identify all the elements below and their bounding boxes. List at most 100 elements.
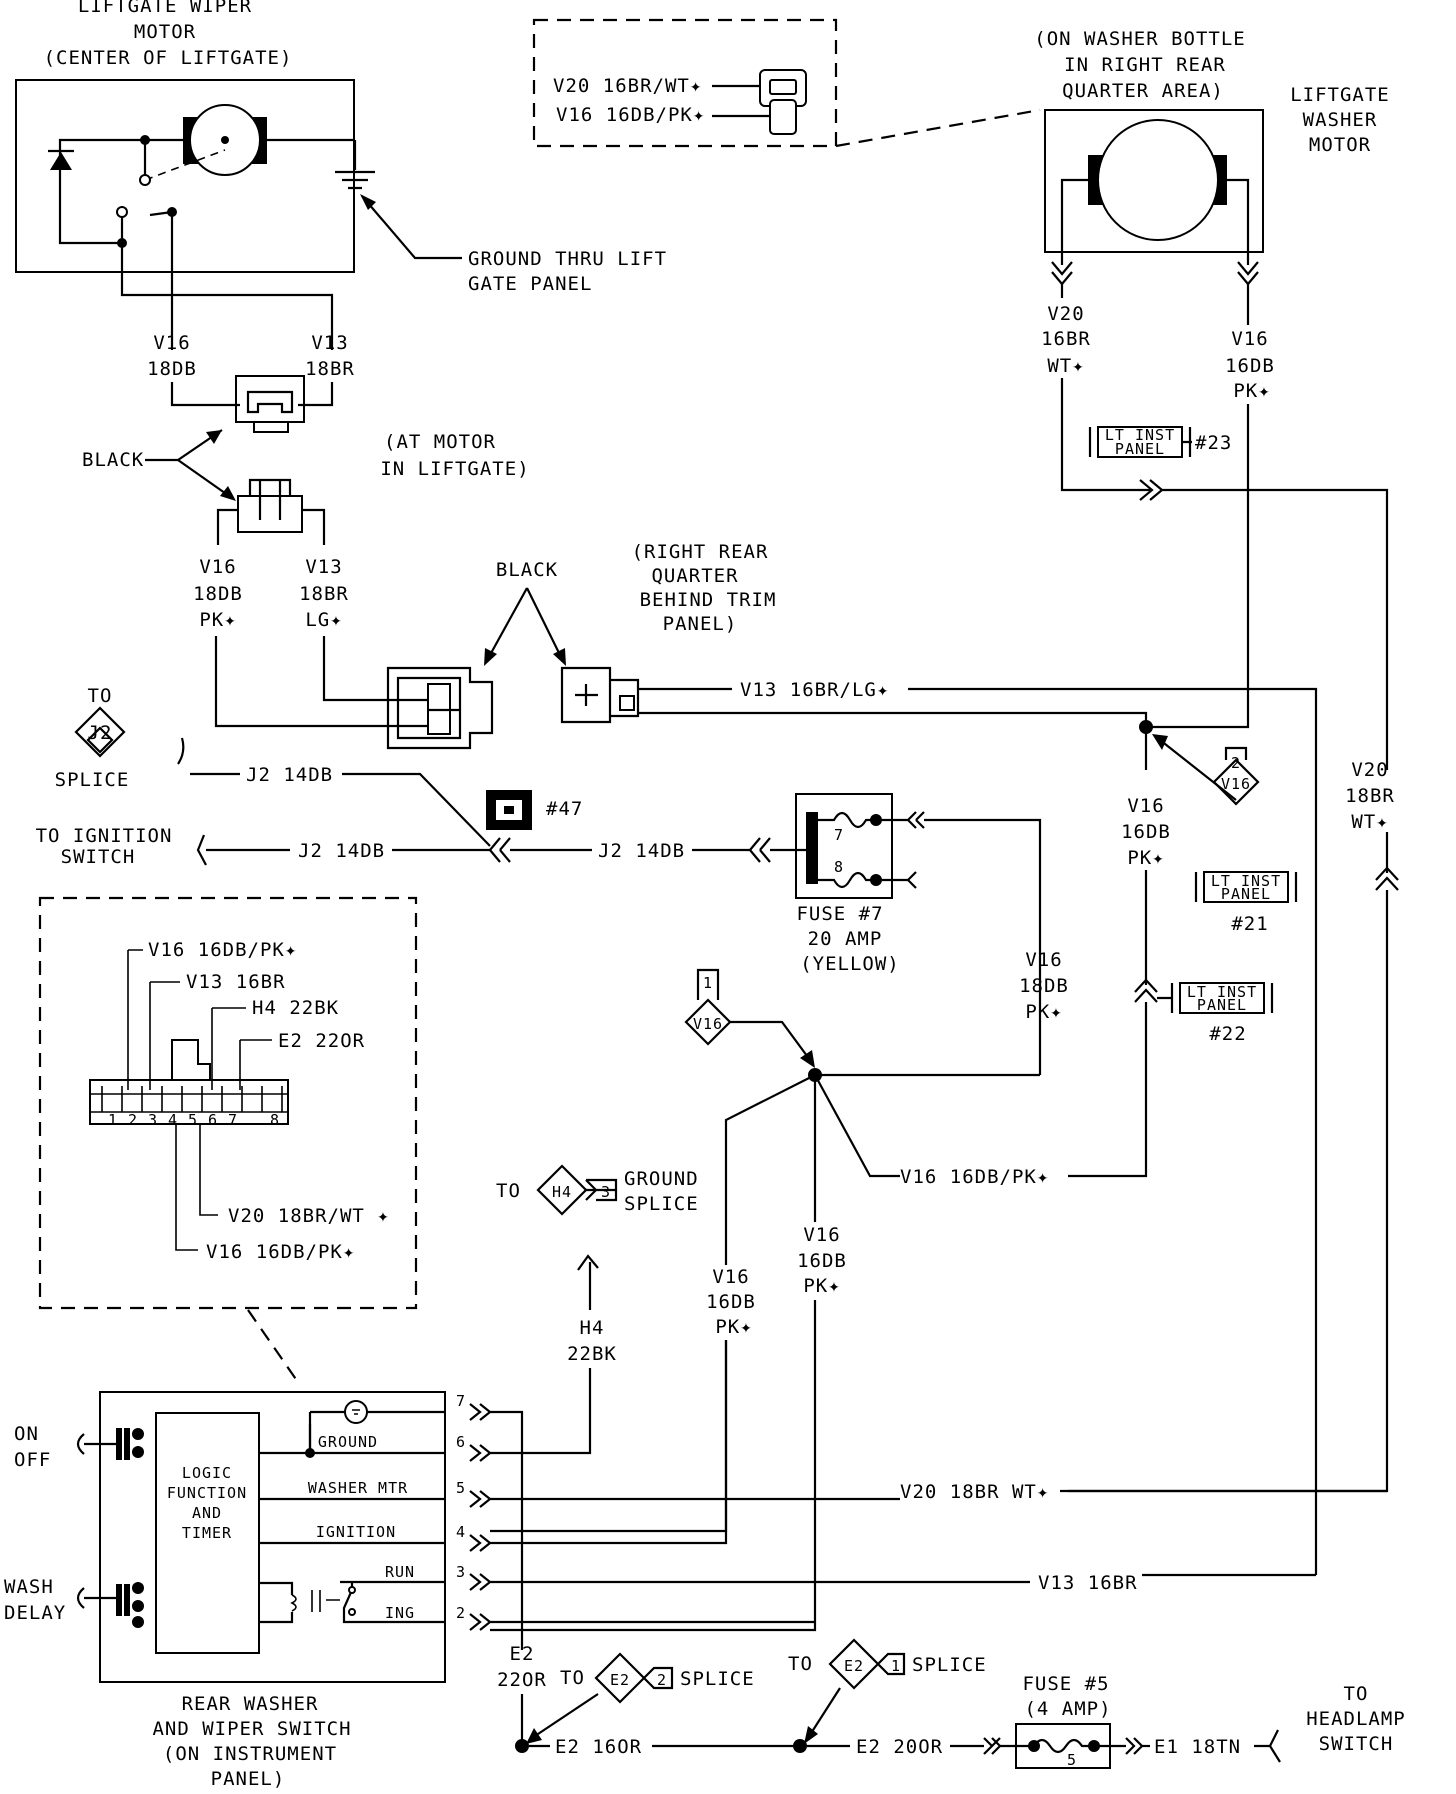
fuse7-term-8: 8 bbox=[834, 858, 844, 876]
e2-s2-num: 2 bbox=[657, 1671, 667, 1689]
v16-pin2-code: V16 bbox=[1221, 775, 1251, 793]
switch-connector-detail: V16 16DB/PK✦ V13 16BR H4 22BK E2 22OR 1 … bbox=[38, 896, 418, 1386]
j2-wire-a: J2 14DB bbox=[246, 764, 333, 786]
washer-motor-box bbox=[1044, 109, 1264, 253]
motor-connectors: V16 18DB V13 18BR BLACK (AT MOTOR IN LIF… bbox=[82, 332, 529, 728]
v16-mid-c: PK✦ bbox=[715, 1316, 752, 1338]
v20-bottom-label: V20 18BR WT✦ bbox=[900, 1481, 1049, 1503]
e2-splices: E2 22OR TO E2 2 SPLICE E2 16OR TO E2 1 S… bbox=[497, 1638, 1406, 1769]
motor-v16-b: 18DB bbox=[147, 358, 197, 380]
washer-motor-title-1: LIFTGATE bbox=[1290, 84, 1390, 106]
ground-note-2: GATE PANEL bbox=[468, 273, 592, 295]
e2-s1-label: SPLICE bbox=[912, 1654, 987, 1676]
v16-mid2-c: PK✦ bbox=[803, 1275, 840, 1297]
lt-inst-23-b: PANEL bbox=[1115, 440, 1165, 458]
v13-bottom-label: V13 16BR bbox=[1038, 1572, 1138, 1594]
fuse-7-box bbox=[795, 793, 893, 899]
fuse5-label-1: FUSE #5 bbox=[1022, 1673, 1109, 1695]
lt-inst-22-a: LT INST bbox=[1187, 983, 1257, 1001]
wash-label: WASH bbox=[4, 1576, 54, 1598]
ing-pin-label: ING bbox=[385, 1604, 415, 1622]
e2-s1-to: TO bbox=[788, 1653, 813, 1675]
washer-v20-a: V20 bbox=[1047, 303, 1084, 325]
fuse7-out-b: 18DB bbox=[1019, 975, 1069, 997]
headlamp-3: SWITCH bbox=[1319, 1733, 1394, 1755]
e2-s2-code: E2 bbox=[610, 1671, 630, 1689]
lt-inst-22-b: PANEL bbox=[1197, 996, 1247, 1014]
conn2-v16-c: PK✦ bbox=[199, 609, 236, 631]
washer-loc-1: (ON WASHER BOTTLE bbox=[1034, 28, 1245, 50]
lt-inst-21-num: #21 bbox=[1231, 913, 1268, 935]
logic-2: FUNCTION bbox=[167, 1484, 247, 1502]
lt-inst-23-num: #23 bbox=[1195, 432, 1232, 454]
fuse7-label-3: (YELLOW) bbox=[800, 953, 900, 975]
sw-pin-5: 5 bbox=[188, 1111, 198, 1129]
motor-v13-b: 18BR bbox=[305, 358, 355, 380]
conn2-v13-b: 18BR bbox=[299, 583, 349, 605]
logic-4: TIMER bbox=[182, 1524, 232, 1542]
washer-loc-2: IN RIGHT REAR bbox=[1064, 54, 1226, 76]
v16-right-a: V16 bbox=[1127, 795, 1164, 817]
rr-quarter-3: BEHIND TRIM bbox=[640, 589, 777, 611]
washer-v20-c: WT✦ bbox=[1047, 355, 1084, 377]
v16-to22-label: V16 16DB/PK✦ bbox=[900, 1166, 1049, 1188]
sw-conn-w2: V13 16BR bbox=[186, 971, 286, 993]
switch-caption-3: (ON INSTRUMENT bbox=[163, 1743, 337, 1765]
e2-s1-num: 1 bbox=[891, 1657, 901, 1675]
switch-box bbox=[99, 1391, 446, 1683]
sw-pin-1: 1 bbox=[108, 1111, 118, 1129]
diode-icon bbox=[50, 152, 72, 170]
v20-right-b: 18BR bbox=[1345, 785, 1395, 807]
liftgate-washer-motor: (ON WASHER BOTTLE IN RIGHT REAR QUARTER … bbox=[1034, 28, 1389, 770]
motor-v13-a: V13 bbox=[311, 332, 348, 354]
rear-quarter-connector-male bbox=[560, 666, 612, 724]
lt-inst-21-b: PANEL bbox=[1221, 885, 1271, 903]
washer-motor-title-2: WASHER bbox=[1303, 109, 1378, 131]
v13-long-label: V13 16BR/LG✦ bbox=[740, 679, 889, 701]
ground-pin-label: GROUND bbox=[318, 1433, 378, 1451]
wiper-motor-title-1: LIFTGATE WIPER bbox=[78, 0, 252, 17]
v16-pin1-num: 1 bbox=[703, 974, 713, 992]
sw-pin-4: 4 bbox=[168, 1111, 178, 1129]
inline-connector-detail: V20 16BR/WT✦ V16 16DB/PK✦ bbox=[532, 18, 1041, 148]
ignition-feed: TO J2 SPLICE J2 14DB TO IGNITION SWITCH … bbox=[36, 685, 1069, 1075]
h4-splice-1: GROUND bbox=[624, 1168, 699, 1190]
washer-v20-b: 16BR bbox=[1041, 328, 1091, 350]
washer-pin-label: WASHER MTR bbox=[308, 1479, 408, 1497]
rr-quarter-2: QUARTER bbox=[651, 565, 738, 587]
conn2-v13-c: LG✦ bbox=[305, 609, 342, 631]
wiper-motor-box bbox=[15, 79, 355, 273]
v16-mid-b: 16DB bbox=[706, 1291, 756, 1313]
wiper-motor-title-3: (CENTER OF LIFTGATE) bbox=[44, 47, 293, 69]
e2-left-a: E2 bbox=[510, 1643, 535, 1665]
sw-pin5: 5 bbox=[456, 1479, 466, 1497]
ground-symbol-icon bbox=[344, 1400, 368, 1424]
wiper-motor-title-2: MOTOR bbox=[134, 21, 196, 43]
sw-pin3: 3 bbox=[456, 1563, 466, 1581]
on-off-button-icon[interactable] bbox=[76, 1433, 116, 1455]
on-label: ON bbox=[14, 1423, 39, 1445]
sw-pin-7: 7 bbox=[228, 1111, 238, 1129]
motor-connector-2 bbox=[237, 495, 303, 533]
fuse7-label-2: 20 AMP bbox=[808, 928, 883, 950]
at-motor-2: IN LIFTGATE) bbox=[380, 458, 529, 480]
motor-v16-a: V16 bbox=[153, 332, 190, 354]
off-label: OFF bbox=[14, 1449, 51, 1471]
v16-right-b: 16DB bbox=[1121, 821, 1171, 843]
rr-quarter-1: (RIGHT REAR bbox=[632, 541, 769, 563]
headlamp-2: HEADLAMP bbox=[1306, 1708, 1406, 1730]
fuse7-out-c: PK✦ bbox=[1025, 1001, 1062, 1023]
e2-left-b: 22OR bbox=[497, 1669, 547, 1691]
logic-1: LOGIC bbox=[182, 1464, 232, 1482]
switch-caption-4: PANEL) bbox=[211, 1768, 286, 1790]
wash-delay-button-icon[interactable] bbox=[76, 1587, 116, 1609]
lt-inst-21-a: LT INST bbox=[1211, 872, 1281, 890]
e2-20or-label: E2 20OR bbox=[856, 1736, 943, 1758]
v16-mid2-a: V16 bbox=[803, 1224, 840, 1246]
v16-center-splice: 1 V16 V16 16DB/PK✦ V16 16DB PK✦ V16 16DB… bbox=[490, 968, 1049, 1632]
sw-pin2: 2 bbox=[456, 1604, 466, 1622]
v20-right-c: WT✦ bbox=[1351, 811, 1388, 833]
fuse7-out-a: V16 bbox=[1025, 949, 1062, 971]
sw-pin4: 4 bbox=[456, 1523, 466, 1541]
